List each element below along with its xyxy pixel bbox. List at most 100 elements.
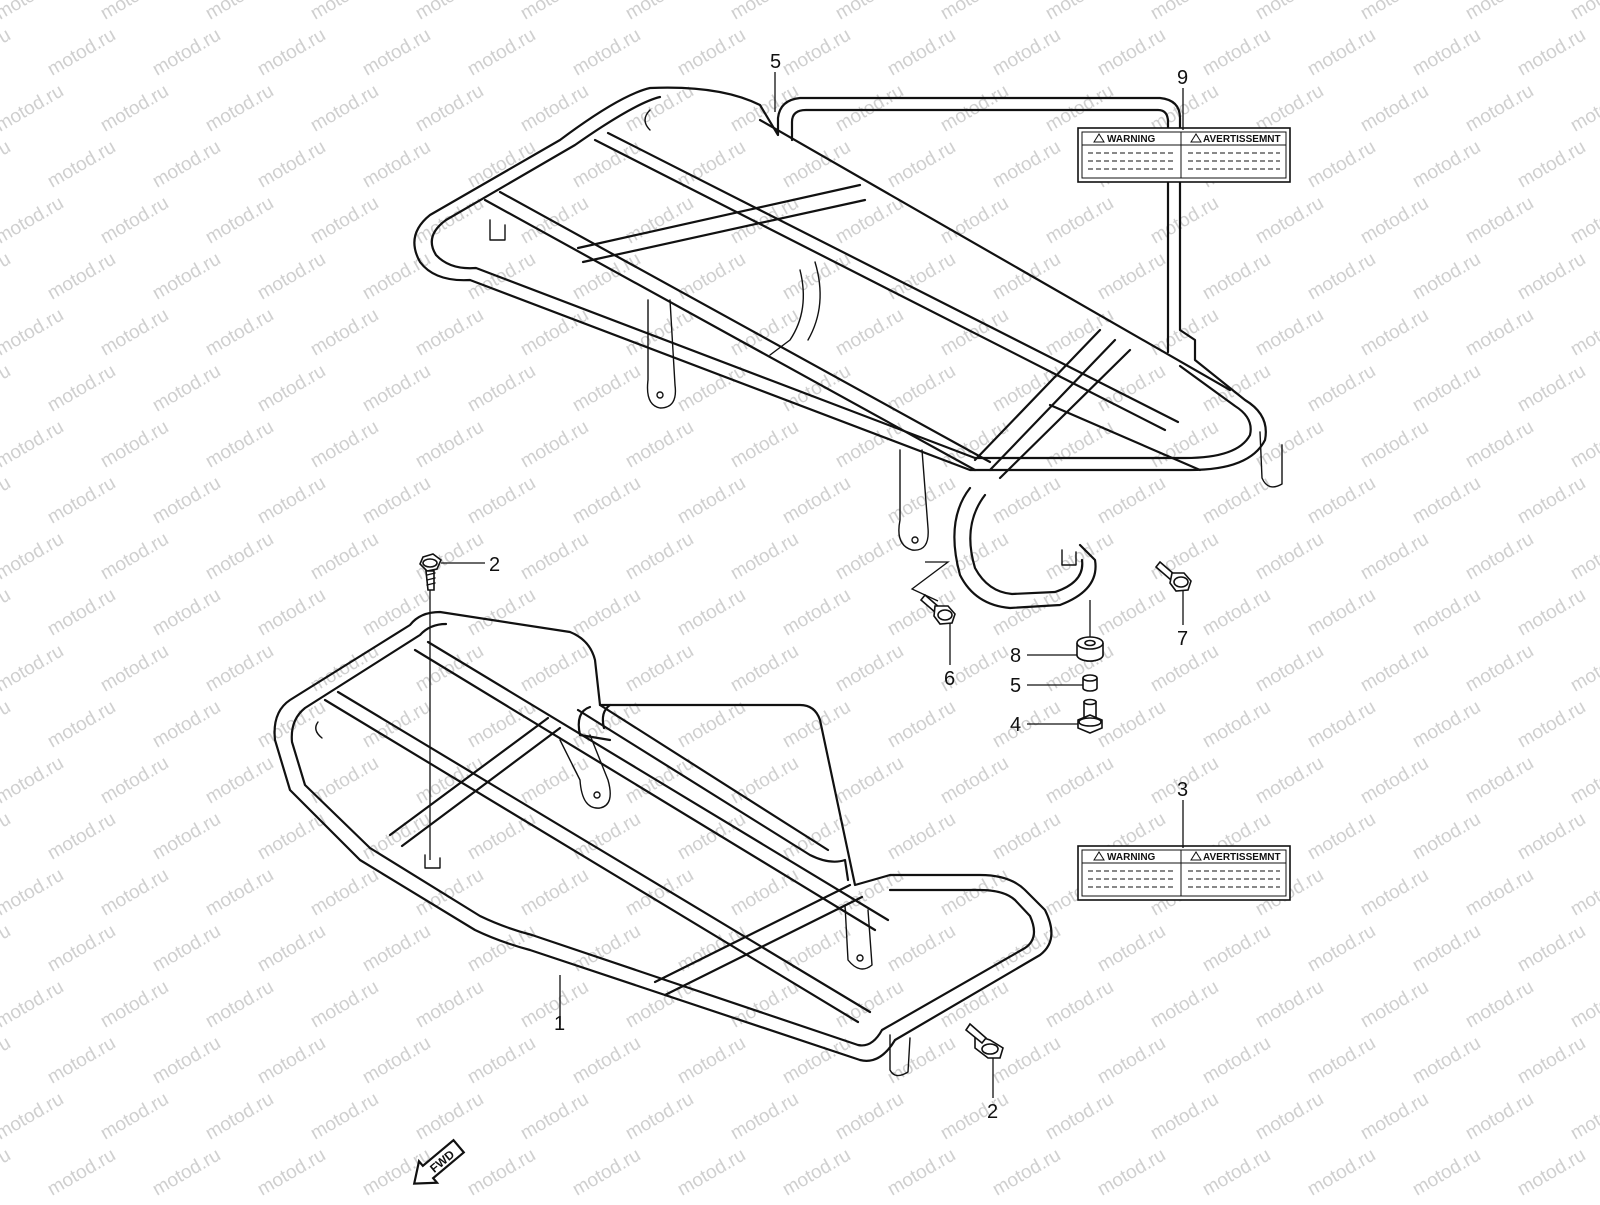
watermark-text: motod.ru — [202, 0, 277, 24]
watermark-text: motod.ru — [464, 1145, 539, 1200]
watermark-text: motod.ru — [1409, 249, 1484, 305]
watermark-text: motod.ru — [832, 1089, 907, 1145]
avertissement-text: AVERTISSEMNT — [1203, 852, 1281, 863]
watermark-text: motod.ru — [307, 81, 382, 137]
watermark-text: motod.ru — [674, 1145, 749, 1200]
callout-5-right: 7 — [1177, 628, 1188, 650]
watermark-text: motod.ru — [1514, 809, 1589, 865]
watermark-text: motod.ru — [1567, 417, 1600, 473]
watermark-text: motod.ru — [1094, 1033, 1169, 1089]
watermark-text: motod.ru — [1409, 1033, 1484, 1089]
watermark-text: motod.ru — [1304, 697, 1379, 753]
watermark-text: motod.ru — [0, 977, 67, 1033]
watermark-text: motod.ru — [1567, 977, 1600, 1033]
watermark-text: motod.ru — [989, 25, 1064, 81]
leader-lines — [429, 72, 1184, 1098]
watermark-text: motod.ru — [359, 473, 434, 529]
watermark-text: motod.ru — [989, 921, 1064, 977]
watermark-text: motod.ru — [0, 137, 14, 193]
watermark-text: motod.ru — [1357, 0, 1432, 24]
watermark-text: motod.ru — [1304, 1033, 1379, 1089]
watermark-text: motod.ru — [1514, 1033, 1589, 1089]
watermark-text: motod.ru — [307, 865, 382, 921]
watermark-text: motod.ru — [1042, 193, 1117, 249]
watermark-text: motod.ru — [44, 249, 119, 305]
watermark-text: motod.ru — [1357, 529, 1432, 585]
watermark-text: motod.ru — [412, 1089, 487, 1145]
watermark-text: motod.ru — [202, 305, 277, 361]
watermark-text: motod.ru — [44, 921, 119, 977]
watermark-text: motod.ru — [884, 25, 959, 81]
watermark-text: motod.ru — [1409, 25, 1484, 81]
watermark-text: motod.ru — [517, 1089, 592, 1145]
watermark-text: motod.ru — [884, 361, 959, 417]
watermark-text: motod.ru — [1409, 361, 1484, 417]
watermark-text: motod.ru — [937, 977, 1012, 1033]
watermark-text: motod.ru — [254, 249, 329, 305]
watermark-text: motod.ru — [832, 81, 907, 137]
watermark-text: motod.ru — [254, 361, 329, 417]
watermark-text: motod.ru — [884, 1145, 959, 1200]
watermark-text: motod.ru — [1252, 529, 1327, 585]
watermark-text: motod.ru — [1567, 865, 1600, 921]
watermark-text: motod.ru — [1357, 1089, 1432, 1145]
watermark-text: motod.ru — [937, 81, 1012, 137]
watermark-text: motod.ru — [1147, 0, 1222, 24]
watermark-text: motod.ru — [97, 529, 172, 585]
watermark-text: motod.ru — [44, 1145, 119, 1200]
callout-1: 1 — [554, 1013, 565, 1035]
watermark-text: motod.ru — [464, 697, 539, 753]
watermark-text: motod.ru — [1094, 585, 1169, 641]
watermark-text: motod.ru — [359, 249, 434, 305]
watermark-text: motod.ru — [44, 697, 119, 753]
watermark-text: motod.ru — [307, 977, 382, 1033]
watermark-text: motod.ru — [1409, 809, 1484, 865]
watermark-text: motod.ru — [1252, 977, 1327, 1033]
watermark-text: motod.ru — [202, 81, 277, 137]
watermark-text: motod.ru — [412, 0, 487, 24]
watermark-text: motod.ru — [517, 529, 592, 585]
watermark-text: motod.ru — [1567, 0, 1600, 24]
watermark-text: motod.ru — [832, 977, 907, 1033]
watermark-text: motod.ru — [97, 641, 172, 697]
watermark-text: motod.ru — [832, 529, 907, 585]
watermark-text: motod.ru — [727, 529, 802, 585]
watermark-text: motod.ru — [727, 1089, 802, 1145]
watermark-text: motod.ru — [307, 529, 382, 585]
watermark-text: motod.ru — [97, 1089, 172, 1145]
watermark-text: motod.ru — [1462, 0, 1537, 24]
watermark-text: motod.ru — [674, 473, 749, 529]
watermark-text: motod.ru — [149, 137, 224, 193]
watermark-text: motod.ru — [1514, 473, 1589, 529]
watermark-text: motod.ru — [0, 361, 14, 417]
watermark-text: motod.ru — [1252, 753, 1327, 809]
watermark-text: motod.ru — [412, 865, 487, 921]
watermark-text: motod.ru — [359, 921, 434, 977]
watermark-text: motod.ru — [884, 249, 959, 305]
watermark-text: motod.ru — [412, 417, 487, 473]
watermark-text: motod.ru — [1252, 641, 1327, 697]
watermark-text: motod.ru — [202, 1089, 277, 1145]
watermark-text: motod.ru — [1304, 137, 1379, 193]
watermark-text: motod.ru — [1357, 753, 1432, 809]
watermark-text: motod.ru — [97, 305, 172, 361]
watermark-text: motod.ru — [1409, 921, 1484, 977]
watermark-text: motod.ru — [97, 977, 172, 1033]
watermark-text: motod.ru — [0, 473, 14, 529]
watermark-text: motod.ru — [97, 0, 172, 24]
watermark-text: motod.ru — [149, 361, 224, 417]
watermark-text: motod.ru — [1567, 753, 1600, 809]
watermark-text: motod.ru — [202, 193, 277, 249]
watermark-text: motod.ru — [989, 809, 1064, 865]
watermark-text: motod.ru — [1567, 1089, 1600, 1145]
watermark-text: motod.ru — [464, 137, 539, 193]
watermark-text: motod.ru — [0, 865, 67, 921]
watermark-text: motod.ru — [937, 529, 1012, 585]
watermark-text: motod.ru — [202, 865, 277, 921]
warning-text: WARNING — [1107, 852, 1156, 863]
watermark-text: motod.ru — [0, 529, 67, 585]
watermark-text: motod.ru — [464, 809, 539, 865]
watermark-text: motod.ru — [149, 1033, 224, 1089]
watermark-text: motod.ru — [727, 641, 802, 697]
